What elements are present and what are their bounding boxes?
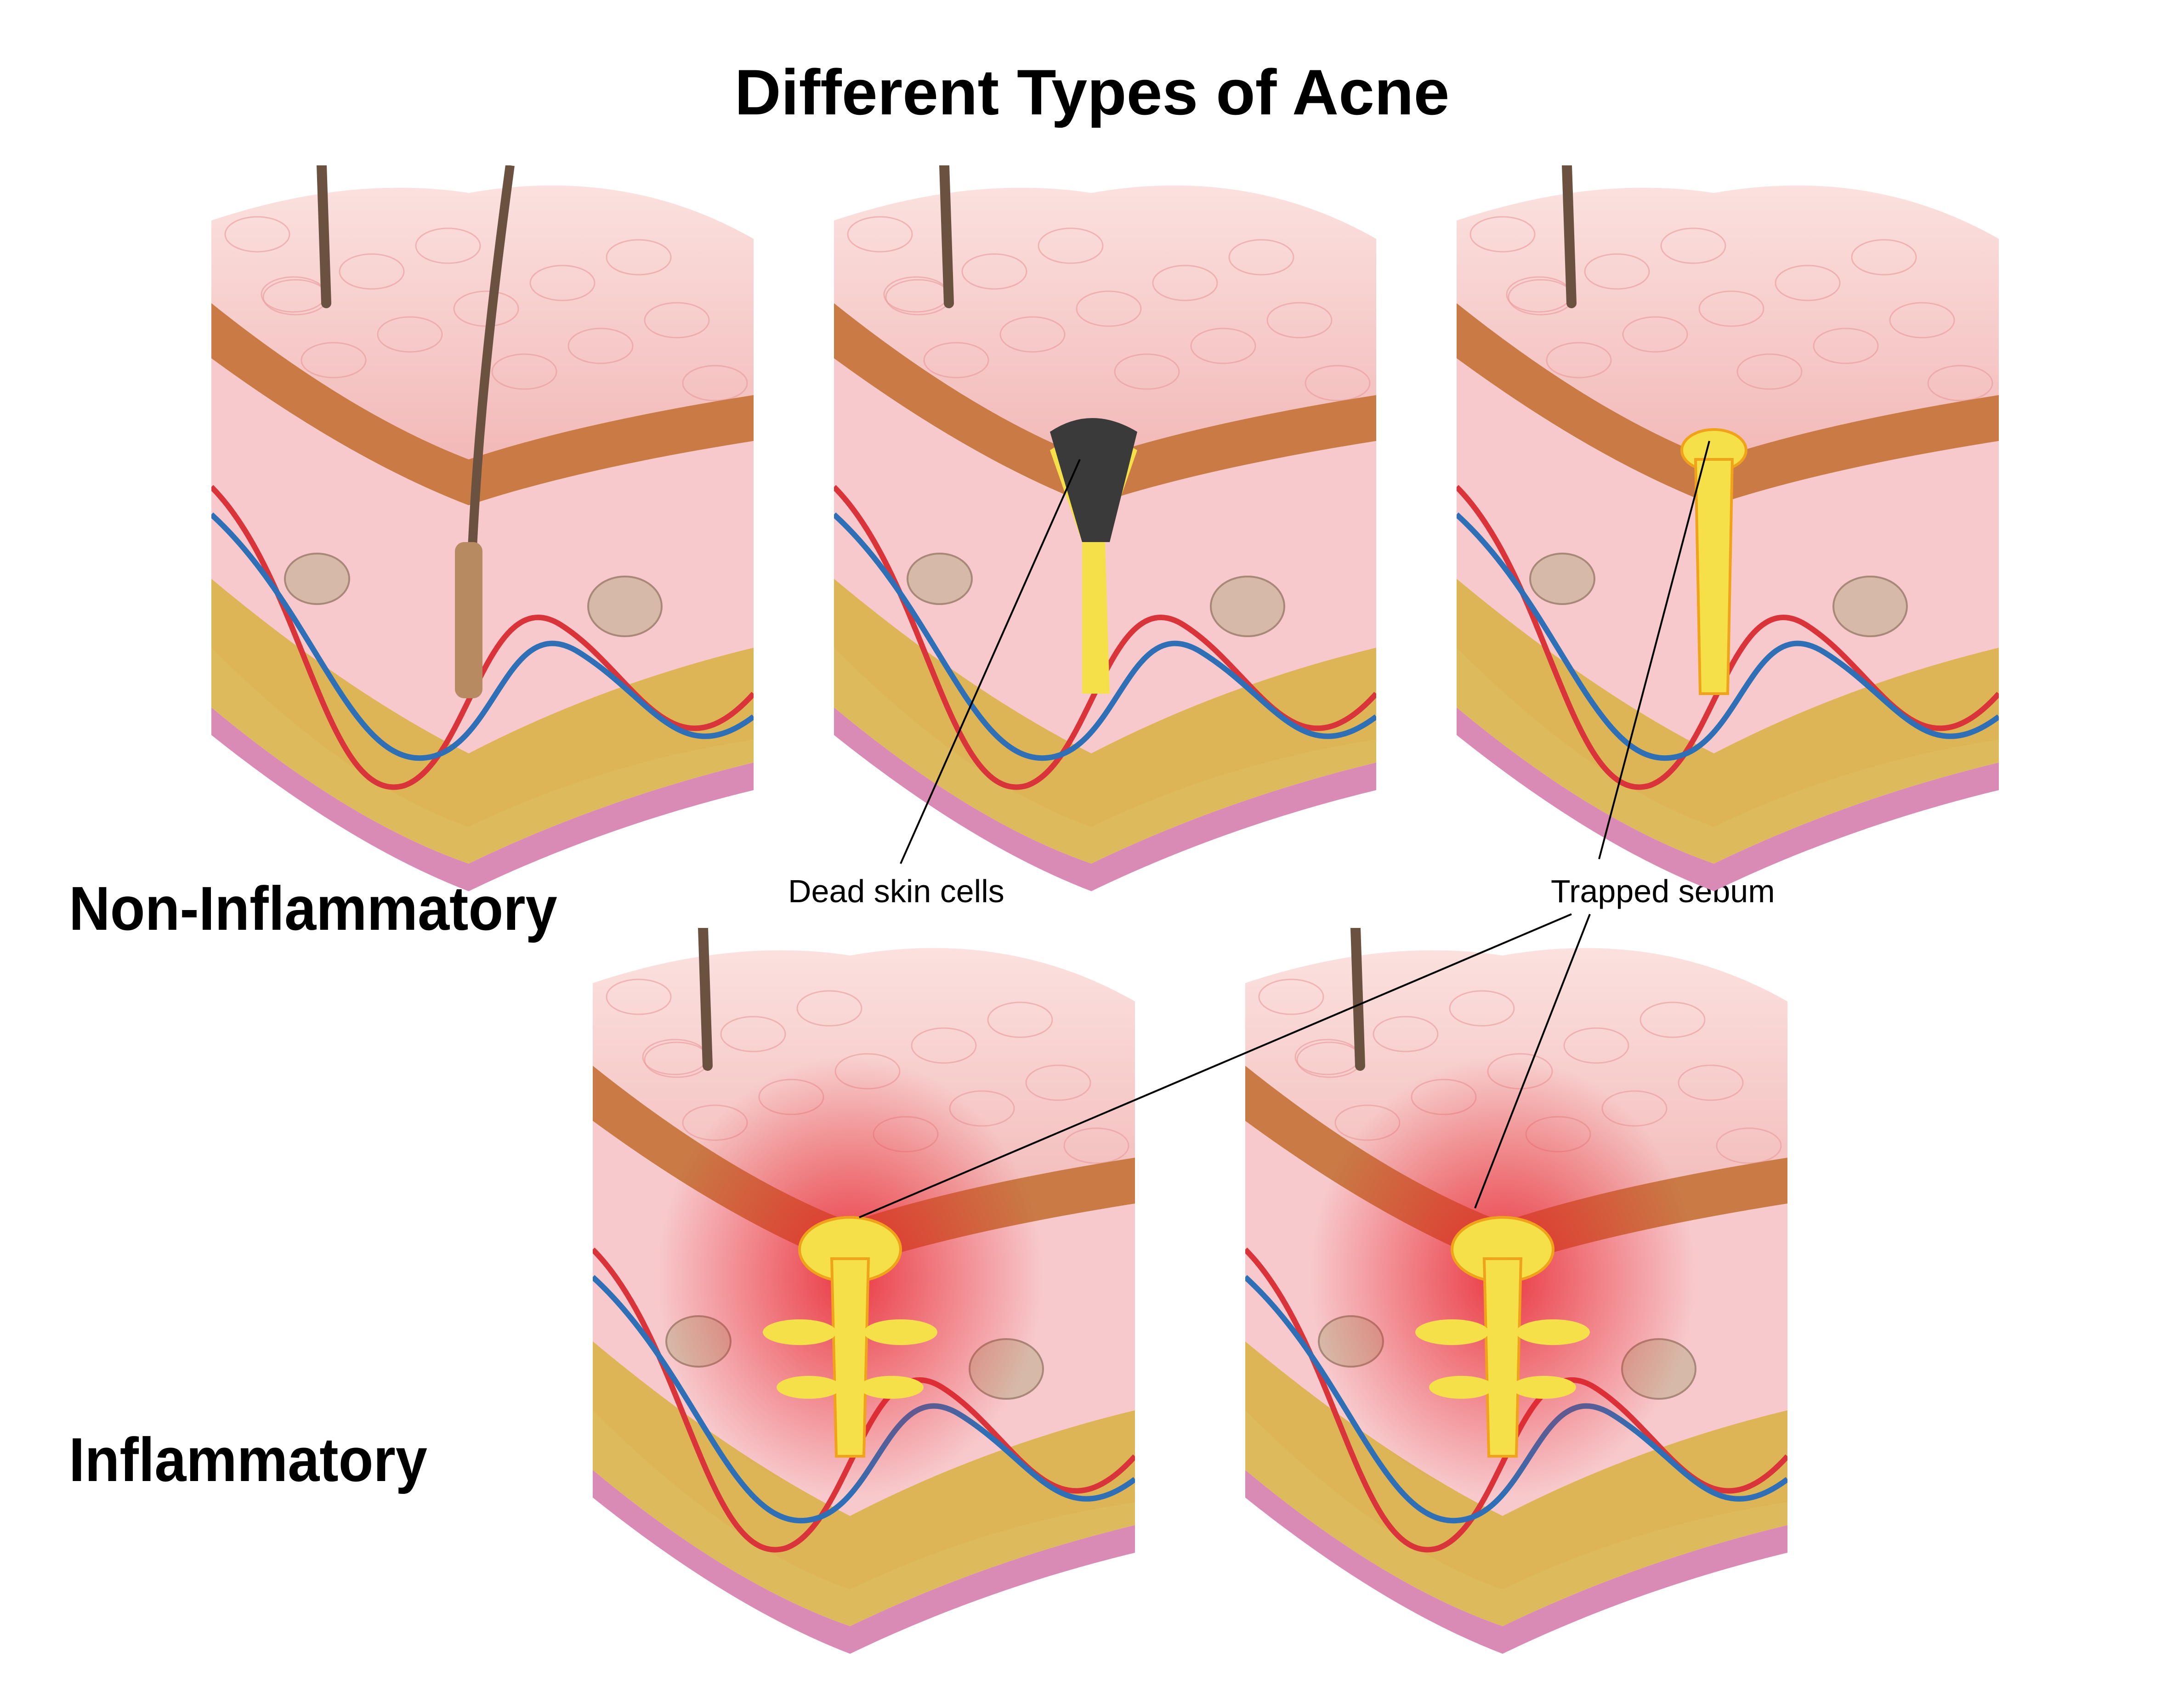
skin-texture (1305, 365, 1371, 401)
skin-texture (1228, 239, 1294, 276)
panel-normal-follicle (211, 165, 754, 891)
dead-skin-cells-callout: Dead skin cells (788, 873, 1004, 909)
skin-texture (301, 342, 367, 379)
subcutaneous-layer (1457, 707, 1999, 891)
clogged-follicle (1482, 1257, 1523, 1458)
vein (211, 512, 754, 761)
skin-texture (1038, 227, 1104, 264)
inflammatory-label: Inflammatory (69, 1425, 427, 1494)
skin-texture (1584, 253, 1650, 290)
skin-texture (1622, 316, 1688, 353)
skin-texture (1851, 239, 1917, 276)
fat-layer (211, 579, 754, 864)
skin-cross-section (834, 165, 1376, 891)
skin-texture (847, 216, 913, 253)
sweat-gland (284, 553, 350, 605)
skin-texture (415, 227, 481, 264)
sebum-branch (1415, 1319, 1489, 1345)
panel-whitehead (1457, 165, 1999, 891)
skin-texture (1736, 353, 1803, 390)
skin-texture (720, 1016, 786, 1052)
skin-texture (644, 302, 710, 339)
skin-texture (1639, 1001, 1706, 1038)
skin-surface (834, 185, 1376, 459)
epidermis-layer (1457, 303, 1999, 505)
subcutaneous-layer (1245, 1470, 1787, 1654)
skin-cross-section (1457, 165, 1999, 891)
hair-shaft (1562, 165, 1577, 308)
skin-texture (1813, 328, 1879, 364)
hair-follicle (455, 542, 482, 698)
sebum-branch (1429, 1376, 1493, 1399)
skin-texture (1152, 265, 1218, 301)
sebum-branch (777, 1376, 841, 1399)
hair-shaft (698, 928, 713, 1071)
sweat-gland (907, 553, 973, 605)
hair-shaft (317, 165, 331, 308)
sweat-gland (1832, 576, 1908, 637)
skin-texture (1775, 265, 1841, 301)
panel-pustule (1245, 928, 1787, 1654)
sebum-branch (763, 1319, 836, 1345)
clogged-follicle (830, 1257, 870, 1458)
fat-layer (1457, 579, 1999, 864)
skin-texture (682, 365, 748, 401)
skin-cross-section (211, 165, 754, 891)
skin-cross-section (593, 928, 1135, 1654)
panel-blackhead (834, 165, 1376, 891)
skin-surface (211, 185, 754, 459)
skin-texture (1927, 365, 1993, 401)
skin-texture (1076, 290, 1142, 327)
skin-texture (1114, 353, 1180, 390)
skin-surface (1457, 185, 1999, 459)
page-title: Different Types of Acne (734, 56, 1450, 128)
skin-texture (339, 253, 405, 290)
skin-texture (1660, 227, 1726, 264)
subcutaneous-layer (211, 707, 754, 891)
sweat-gland (587, 576, 663, 637)
skin-texture (961, 253, 1027, 290)
skin-texture (529, 265, 596, 301)
fat-layer (1245, 1341, 1787, 1626)
hair-shaft (1350, 928, 1365, 1071)
skin-texture (606, 239, 672, 276)
blackhead-plug (1050, 418, 1137, 542)
skin-texture (1678, 1064, 1744, 1101)
skin-texture (606, 978, 672, 1015)
sebum-branch (1516, 1319, 1590, 1345)
sweat-gland (1210, 576, 1285, 637)
skin-texture (1716, 1127, 1782, 1164)
skin-texture (1266, 302, 1333, 339)
sebum-branch (864, 1319, 937, 1345)
skin-texture (1889, 302, 1955, 339)
epidermis-layer (834, 303, 1376, 505)
skin-texture (1698, 290, 1764, 327)
clogged-follicle (1694, 458, 1734, 695)
panel-papule (593, 928, 1135, 1654)
sebum-branch (859, 1376, 924, 1399)
skin-texture (1546, 342, 1612, 379)
sebum-branch (1512, 1376, 1576, 1399)
skin-texture (1469, 216, 1536, 253)
skin-texture (999, 316, 1066, 353)
skin-texture (224, 216, 290, 253)
skin-texture (567, 328, 634, 364)
skin-texture (491, 353, 557, 390)
fat-layer (593, 1341, 1135, 1626)
skin-texture (923, 342, 989, 379)
sweat-gland (1529, 553, 1595, 605)
skin-texture (377, 316, 443, 353)
vein (1457, 512, 1999, 761)
skin-cross-section (1245, 928, 1787, 1654)
epidermis-layer (211, 303, 754, 505)
subcutaneous-layer (593, 1470, 1135, 1654)
skin-texture (1190, 328, 1256, 364)
hair-shaft (939, 165, 954, 308)
